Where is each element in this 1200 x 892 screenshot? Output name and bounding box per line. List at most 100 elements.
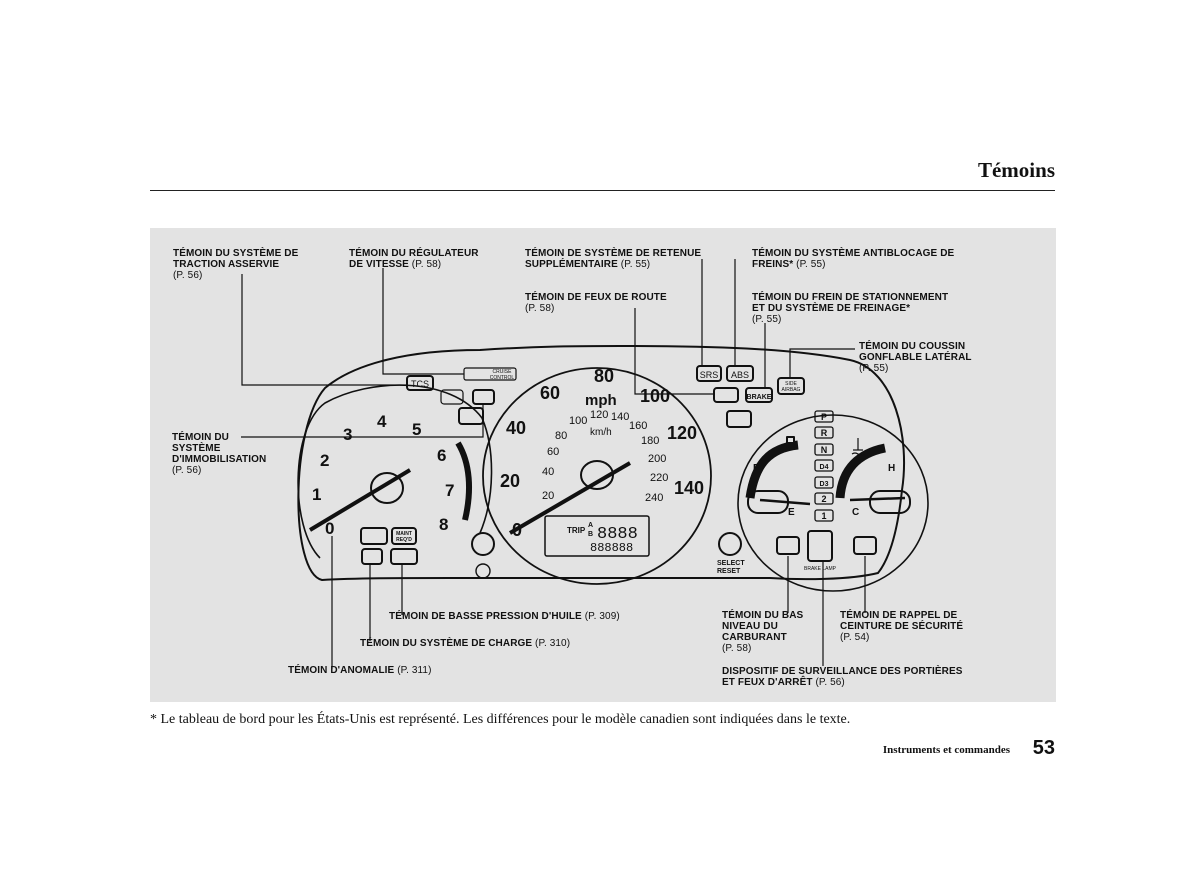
callout-charge: TÉMOIN DU SYSTÈME DE CHARGE (P. 310) xyxy=(360,638,571,649)
speed-kmh-number: 180 xyxy=(641,435,659,447)
oil-pressure-icon xyxy=(390,548,418,565)
callout-malfunction: TÉMOIN D'ANOMALIE (P. 311) xyxy=(288,665,432,676)
maint-icon-label: MAINT xyxy=(396,531,412,537)
odometer-digits: 888888 xyxy=(590,541,633,555)
highbeam-icon xyxy=(713,387,739,403)
page-number: 53 xyxy=(1032,737,1055,759)
side-airbag-icon xyxy=(777,377,805,395)
side-airbag-label: AIRBAG xyxy=(782,387,801,393)
callout-highbeam: TÉMOIN DE FEUX DE ROUTE (P. 58) xyxy=(525,292,667,314)
callout-low-fuel: TÉMOIN DU BAS NIVEAU DU CARBURANT (P. 58… xyxy=(722,610,804,654)
speed-kmh-number: 80 xyxy=(555,430,567,442)
title-rule xyxy=(150,190,1055,191)
tachometer-redzone xyxy=(455,441,473,521)
brake-icon xyxy=(745,387,773,403)
select-reset-knob xyxy=(718,532,742,556)
immobilizer-icon xyxy=(472,389,495,405)
callout-side-airbag: TÉMOIN DU COUSSIN GONFLABLE LATÉRAL (P. … xyxy=(859,341,972,374)
speedometer-needle xyxy=(508,461,632,535)
gear-p: P xyxy=(821,412,827,422)
speed-kmh-number: 20 xyxy=(542,490,554,502)
fuel-needle xyxy=(759,498,811,506)
gear-2: 2 xyxy=(821,494,826,504)
trip-b: B xyxy=(588,531,593,538)
speed-kmh-number: 140 xyxy=(611,411,629,423)
temp-h-letter: H xyxy=(888,463,895,474)
footer-section-title: Instruments et commandes xyxy=(882,744,1010,756)
speed-mph-number: 40 xyxy=(506,418,526,438)
gear-boxes xyxy=(814,410,834,522)
brake-icon-label: BRAKE xyxy=(747,394,772,401)
callout-oil-pressure: TÉMOIN DE BASSE PRESSION D'HUILE (P. 309… xyxy=(389,611,620,622)
speed-mph-number: 0 xyxy=(512,520,522,540)
tach-number: 2 xyxy=(320,451,329,470)
trip-digits: 8888 xyxy=(597,525,638,544)
mph-label: mph xyxy=(585,392,617,409)
cruise-icon-label: CRUISE xyxy=(493,369,513,375)
speed-kmh-number: 60 xyxy=(547,446,559,458)
charge-icon xyxy=(361,548,383,565)
speed-kmh-number: 160 xyxy=(629,420,647,432)
speed-kmh-number: 200 xyxy=(648,453,666,465)
callout-abs: TÉMOIN DU SYSTÈME ANTIBLOCAGE DE FREINS*… xyxy=(752,248,955,270)
kmh-label: km/h xyxy=(590,427,612,438)
cluster-housing xyxy=(297,344,906,582)
temp-c-letter: C xyxy=(852,507,859,518)
seatbelt-icon xyxy=(853,536,877,555)
speed-mph-number: 120 xyxy=(667,423,697,443)
tach-number: 7 xyxy=(445,481,454,500)
fuel-f-letter: F xyxy=(753,463,759,474)
speed-mph-number: 20 xyxy=(500,471,520,491)
side-airbag-label: SIDE xyxy=(785,381,797,387)
gear-d3: D3 xyxy=(820,481,829,488)
callout-tcs: TÉMOIN DU SYSTÈME DE TRACTION ASSERVIE (… xyxy=(173,248,299,281)
tach-number: 4 xyxy=(377,412,387,431)
tach-number: 8 xyxy=(439,515,448,534)
trip-display xyxy=(544,515,650,557)
reset-label: RESET xyxy=(717,568,741,575)
instrument-cluster-drawing: 0 1 2 3 4 5 6 7 8 0 20 40 60 80 100 120 … xyxy=(241,259,929,669)
fuel-pump-icon xyxy=(786,436,795,448)
tach-number: 6 xyxy=(437,446,446,465)
speed-kmh-number: 220 xyxy=(650,472,668,484)
temp-arc xyxy=(835,443,887,499)
tachometer-hub xyxy=(370,472,404,504)
speed-mph-number: 60 xyxy=(540,383,560,403)
tach-number: 1 xyxy=(312,485,321,504)
speed-kmh-number: 100 xyxy=(569,415,587,427)
speed-kmh-number: 240 xyxy=(645,492,663,504)
speed-kmh-number: 40 xyxy=(542,466,554,478)
cruise-icon-label: CONTROL xyxy=(490,375,515,381)
trip-a: A xyxy=(588,522,593,529)
maint-icon-label: REQ'D xyxy=(396,537,412,543)
speed-mph-number: 100 xyxy=(640,386,670,406)
callout-seatbelt: TÉMOIN DE RAPPEL DE CEINTURE DE SÉCURITÉ… xyxy=(840,610,964,643)
callout-brake: TÉMOIN DU FREIN DE STATIONNEMENT ET DU S… xyxy=(752,292,949,325)
abs-icon xyxy=(726,365,754,382)
door-monitor-icon xyxy=(807,530,833,562)
srs-icon xyxy=(696,365,722,382)
tcs-icon xyxy=(406,375,434,391)
gear-r: R xyxy=(821,428,828,438)
tach-number: 3 xyxy=(343,425,352,444)
speed-mph-number: 80 xyxy=(594,366,614,386)
speed-kmh-number: 120 xyxy=(590,409,608,421)
tach-number: 0 xyxy=(325,519,334,538)
temp-hub xyxy=(869,490,911,514)
fuel-e-letter: E xyxy=(788,507,795,518)
abs-icon-label: ABS xyxy=(731,370,749,380)
speedometer-rim xyxy=(482,367,712,585)
gear-d4: D4 xyxy=(820,464,829,471)
select-label: SELECT xyxy=(717,560,745,567)
blank-indicator-icon xyxy=(440,389,464,405)
srs-icon-label: SRS xyxy=(700,370,719,380)
maint-icon xyxy=(391,527,417,545)
callout-door-monitor: DISPOSITIF DE SURVEILLANCE DES PORTIÈRES… xyxy=(722,666,963,688)
callout-srs: TÉMOIN DE SYSTÈME DE RETENUE SUPPLÉMENTA… xyxy=(525,248,702,270)
gear-1: 1 xyxy=(821,511,826,521)
oil-gauge-icon xyxy=(475,563,491,579)
callout-leaders xyxy=(241,259,866,669)
page-title: Témoins xyxy=(977,158,1055,182)
tach-knob xyxy=(471,532,495,556)
speed-mph-number: 140 xyxy=(674,478,704,498)
